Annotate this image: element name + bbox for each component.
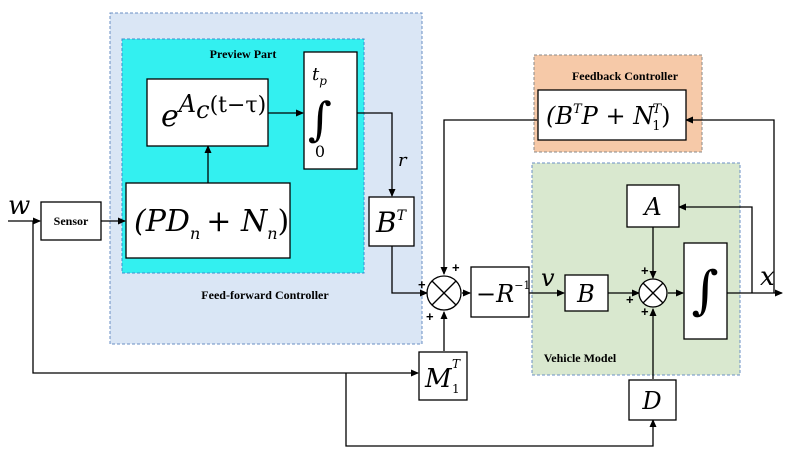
- m-base: M: [424, 364, 453, 394]
- vehicle-title: Vehicle Model: [544, 351, 617, 365]
- svg-text:(BTP + N1T): (BTP + N1T): [546, 102, 671, 134]
- b-label: B: [576, 280, 595, 308]
- bt-base: B: [375, 206, 397, 239]
- exp-sup-c: c: [196, 96, 209, 124]
- fb-open: (B: [546, 102, 573, 130]
- neg-r-inv-block: −R−1: [470, 266, 530, 318]
- fb-sub: 1: [652, 119, 660, 134]
- fb-mid: P + N: [581, 102, 656, 130]
- svg-text:BT: BT: [375, 206, 408, 239]
- feedback-block: (BTP + N1T): [537, 89, 687, 141]
- exp-sup-a: A: [177, 90, 196, 118]
- a-block: A: [626, 184, 680, 228]
- signal-x: x: [760, 262, 775, 292]
- preview-title: Preview Part: [210, 47, 277, 61]
- signal-v: v: [541, 264, 555, 292]
- neg-r: −R: [476, 280, 514, 308]
- b-block: B: [564, 274, 609, 312]
- plus-sign: +: [626, 292, 634, 307]
- m-sup: T: [452, 357, 461, 371]
- svg-text:tp: tp: [312, 64, 327, 88]
- signal-w: w: [8, 191, 30, 221]
- d-block: D: [628, 379, 677, 421]
- pd-sub2: n: [267, 224, 277, 243]
- svg-text:eAc(t−τ): eAc(t−τ): [161, 90, 266, 134]
- m-sub: 1: [452, 382, 460, 396]
- plus-sign: +: [641, 263, 649, 278]
- sensor-label: Sensor: [54, 214, 89, 228]
- plant-integral-sign: ∫: [691, 261, 718, 321]
- m1t-block: M T 1: [418, 351, 468, 401]
- d-label: D: [641, 387, 661, 415]
- svg-text:M: M: [424, 364, 453, 394]
- exp-paren: (t−τ): [210, 93, 267, 118]
- svg-text:(PDn+ Nn): (PDn+ Nn): [134, 204, 289, 243]
- bt-block: BT: [368, 196, 415, 247]
- plus-sign: +: [641, 304, 649, 319]
- pd-main: (PD: [134, 204, 190, 239]
- plus-sign: +: [426, 309, 434, 324]
- sensor-block: Sensor: [40, 201, 102, 241]
- pd-close: ): [278, 204, 290, 239]
- plant-integrator-block: ∫: [683, 242, 728, 340]
- pd-sub1: n: [190, 224, 200, 243]
- signal-r: r: [398, 150, 408, 171]
- svg-text:−R−1: −R−1: [476, 279, 530, 308]
- fb-sup2: T: [652, 102, 662, 117]
- signal-wires: [8, 109, 783, 447]
- fb-close: ): [661, 102, 670, 130]
- bt-sup: T: [397, 208, 408, 224]
- a-label: A: [642, 193, 661, 221]
- plus-sign: +: [452, 260, 460, 275]
- exp-block: eAc(t−τ): [146, 78, 269, 147]
- pd-block: (PDn+ Nn): [125, 182, 291, 259]
- int-lower: 0: [315, 142, 325, 161]
- feedforward-title: Feed-forward Controller: [201, 288, 329, 302]
- plus-sign: +: [418, 277, 426, 292]
- summing-junction-plant: [638, 278, 668, 308]
- summing-junction-main: [426, 275, 462, 311]
- preview-integral-sign: ∫: [308, 92, 332, 146]
- pd-plus: + N: [206, 204, 269, 239]
- int-upper-p: p: [319, 74, 327, 88]
- feedback-title: Feedback Controller: [572, 69, 679, 83]
- neg-r-sup: −1: [514, 279, 530, 292]
- exp-base: e: [161, 99, 179, 134]
- fb-sup1: T: [573, 102, 583, 117]
- preview-integral-block: tp ∫ 0: [303, 51, 358, 170]
- int-upper-t: t: [312, 64, 320, 85]
